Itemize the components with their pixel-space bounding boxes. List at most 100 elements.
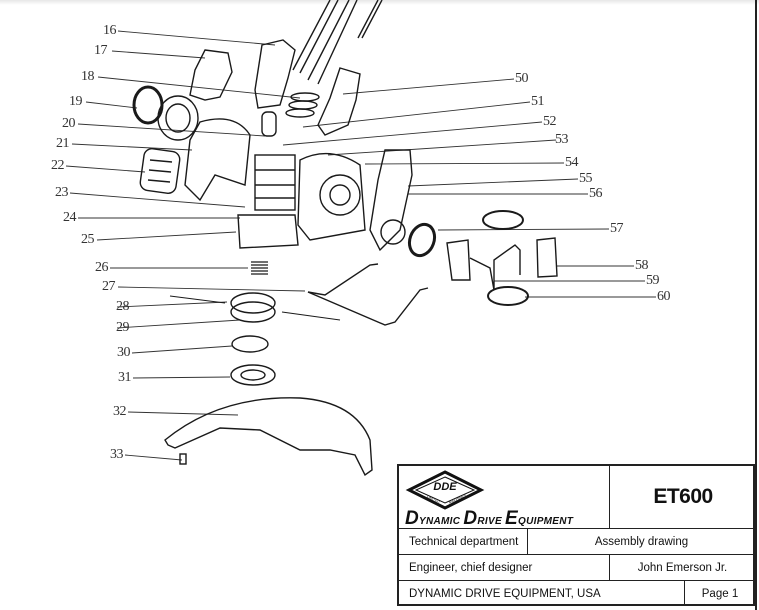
part-30 (231, 335, 269, 353)
callout-60: 60 (657, 289, 671, 304)
part-17 (189, 49, 233, 101)
part-22 (139, 148, 181, 194)
part-26 (251, 261, 268, 275)
part-ring-top (482, 210, 524, 230)
callout-52: 52 (543, 114, 557, 129)
callout-31: 31 (118, 370, 132, 385)
callout-24: 24 (63, 210, 77, 225)
callout-32: 32 (113, 404, 127, 419)
company-word: RIVE (477, 516, 502, 527)
part-28 (230, 292, 276, 314)
logo-sub-left: LIMITED (426, 494, 441, 503)
company-initial: D (463, 508, 478, 529)
row-footer: DYNAMIC DRIVE EQUIPMENT, USA Page 1 (399, 580, 753, 606)
drawing-type: Assembly drawing (594, 535, 689, 548)
part-link (261, 111, 277, 137)
part-20 (157, 95, 199, 141)
callout-54: 54 (565, 155, 579, 170)
page-right-border (755, 0, 757, 610)
part-58-left (446, 239, 471, 281)
leader-25 (96, 231, 237, 241)
part-outlines (132, 0, 558, 477)
leader-57 (437, 228, 610, 231)
leader-28 (116, 301, 228, 308)
model-number: ET600 (609, 466, 756, 528)
part-58-right (536, 237, 558, 278)
row-department: Technical department Assembly drawing (399, 528, 753, 554)
part-55 (369, 149, 413, 252)
company-footer: DYNAMIC DRIVE EQUIPMENT, USA (409, 587, 601, 600)
callout-18: 18 (81, 69, 95, 84)
leader-21 (71, 143, 193, 151)
leader-30 (131, 345, 233, 354)
callout-30: 30 (117, 345, 131, 360)
part-50 (317, 67, 361, 136)
part-25 (237, 214, 299, 249)
callout-50: 50 (515, 71, 529, 86)
callout-20: 20 (62, 116, 76, 131)
leader-54 (364, 162, 565, 165)
row-engineer: Engineer, chief designer John Emerson Jr… (399, 554, 753, 580)
company-word: QUIPMENT (518, 516, 574, 527)
callout-56: 56 (589, 186, 603, 201)
department: Technical department (409, 535, 519, 548)
callout-33: 33 (110, 447, 124, 462)
company-initial: D (405, 508, 420, 529)
leader-52 (282, 121, 543, 146)
callout-26: 26 (95, 260, 109, 275)
callout-51: 51 (531, 94, 545, 109)
leader-29 (116, 319, 241, 329)
callout-25: 25 (81, 232, 95, 247)
callout-23: 23 (55, 185, 69, 200)
leader-23 (69, 192, 246, 208)
callout-16: 16 (103, 23, 117, 38)
leader-50 (342, 78, 515, 95)
part-motor (254, 154, 296, 211)
callout-55: 55 (579, 171, 593, 186)
title-block: DDE LIMITED MACHINES DYNAMIC DRIVE EQUIP… (397, 464, 755, 606)
leader-19 (85, 101, 138, 109)
callout-27: 27 (102, 279, 116, 294)
leader-17 (111, 50, 206, 59)
company-name: DYNAMIC DRIVE EQUIPMENT (405, 508, 573, 530)
part-16 (254, 39, 296, 109)
part-31 (230, 364, 276, 386)
callout-22: 22 (51, 158, 65, 173)
leader-lines (65, 30, 656, 461)
leader-27 (117, 286, 306, 292)
leader-16 (117, 30, 276, 46)
callout-21: 21 (56, 136, 70, 151)
leader-33 (124, 454, 183, 461)
part-59 (469, 244, 521, 291)
dde-diamond-icon: DDE LIMITED MACHINES (405, 470, 485, 510)
part-56 (297, 152, 366, 241)
company-word: YNAMIC (419, 516, 461, 527)
callout-57: 57 (610, 221, 624, 236)
role: Engineer, chief designer (409, 561, 533, 574)
top-shade (0, 0, 759, 5)
leader-32 (127, 411, 239, 416)
part-18 (290, 92, 320, 102)
leader-51 (302, 101, 531, 128)
part-57 (407, 222, 437, 258)
callout-28: 28 (116, 299, 130, 314)
part-shaft (292, 0, 383, 85)
leader-53 (327, 139, 557, 156)
leader-18 (97, 76, 301, 99)
part-32 (164, 397, 373, 477)
company-initial: E (505, 508, 519, 529)
callout-29: 29 (116, 320, 130, 335)
logo-text: DDE (433, 481, 457, 493)
part-60 (487, 286, 529, 306)
callout-53: 53 (555, 132, 569, 147)
engineer-name: John Emerson Jr. (637, 561, 728, 574)
leader-55 (407, 178, 579, 187)
company-logo: DDE LIMITED MACHINES DYNAMIC DRIVE EQUIP… (399, 466, 609, 530)
callout-58: 58 (635, 258, 649, 273)
leader-22 (65, 165, 146, 173)
leader-31 (132, 376, 231, 379)
part-27 (307, 287, 429, 326)
logo-sub-right: MACHINES (448, 493, 467, 504)
callout-19: 19 (69, 94, 83, 109)
